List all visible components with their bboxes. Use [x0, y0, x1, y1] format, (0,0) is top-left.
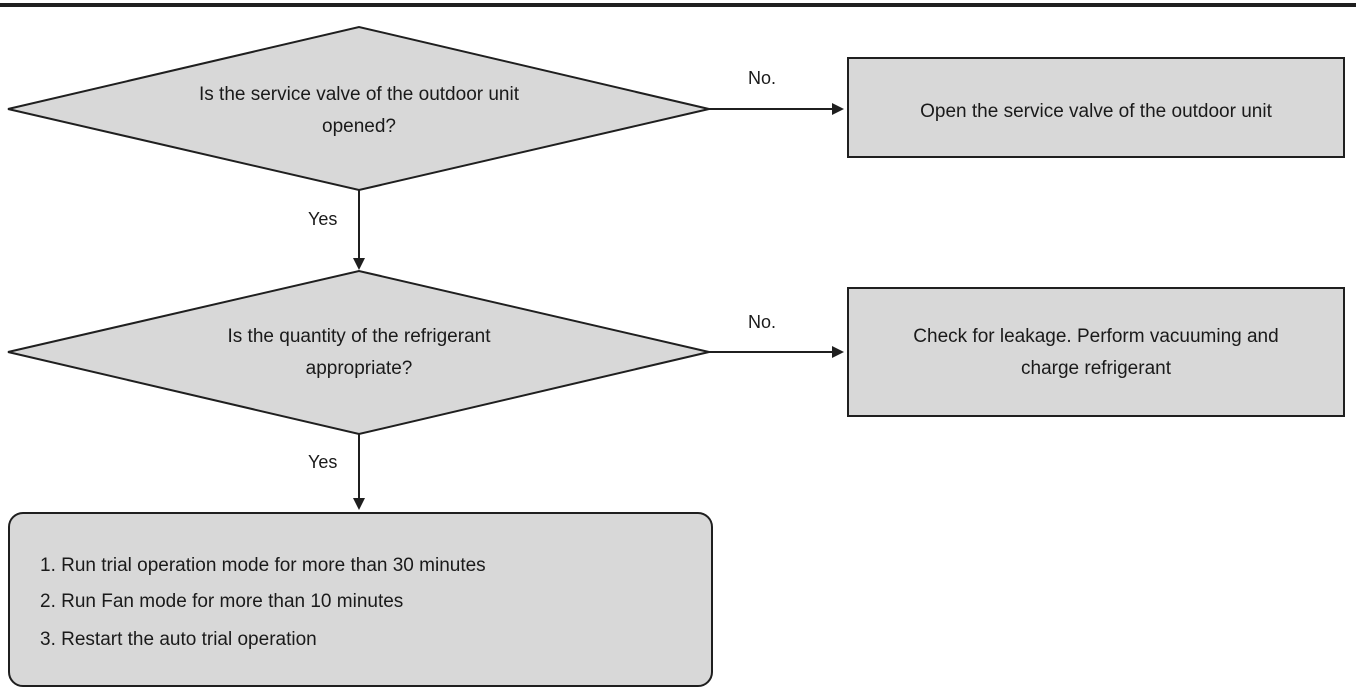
decision-2-diamond	[7, 269, 710, 436]
decision-2-yes-label: Yes	[308, 452, 337, 472]
action-1-box	[847, 57, 1345, 158]
decision-1-line-2: opened?	[322, 116, 396, 137]
final-step-3: 3. Restart the auto trial operation	[40, 629, 317, 650]
action-2-line-2: charge refrigerant	[1021, 358, 1172, 379]
decision-1-yes-label: Yes	[308, 209, 337, 229]
action-2-line-1: Check for leakage. Perform vacuuming and	[913, 326, 1278, 347]
decision-1-line-1: Is the service valve of the outdoor unit	[199, 84, 520, 105]
final-step-2: 2. Run Fan mode for more than 10 minutes	[40, 591, 403, 612]
action-2-box	[847, 287, 1345, 417]
decision-2-no-label: No.	[748, 312, 776, 332]
final-steps-box	[8, 512, 713, 687]
decision-1-diamond	[7, 25, 710, 192]
decision-2-line-2: appropriate?	[306, 358, 413, 379]
final-step-1: 1. Run trial operation mode for more tha…	[40, 555, 486, 576]
decision-1-no-label: No.	[748, 68, 776, 88]
decision-2-line-1: Is the quantity of the refrigerant	[228, 326, 492, 347]
action-1-line-1: Open the service valve of the outdoor un…	[920, 101, 1272, 122]
